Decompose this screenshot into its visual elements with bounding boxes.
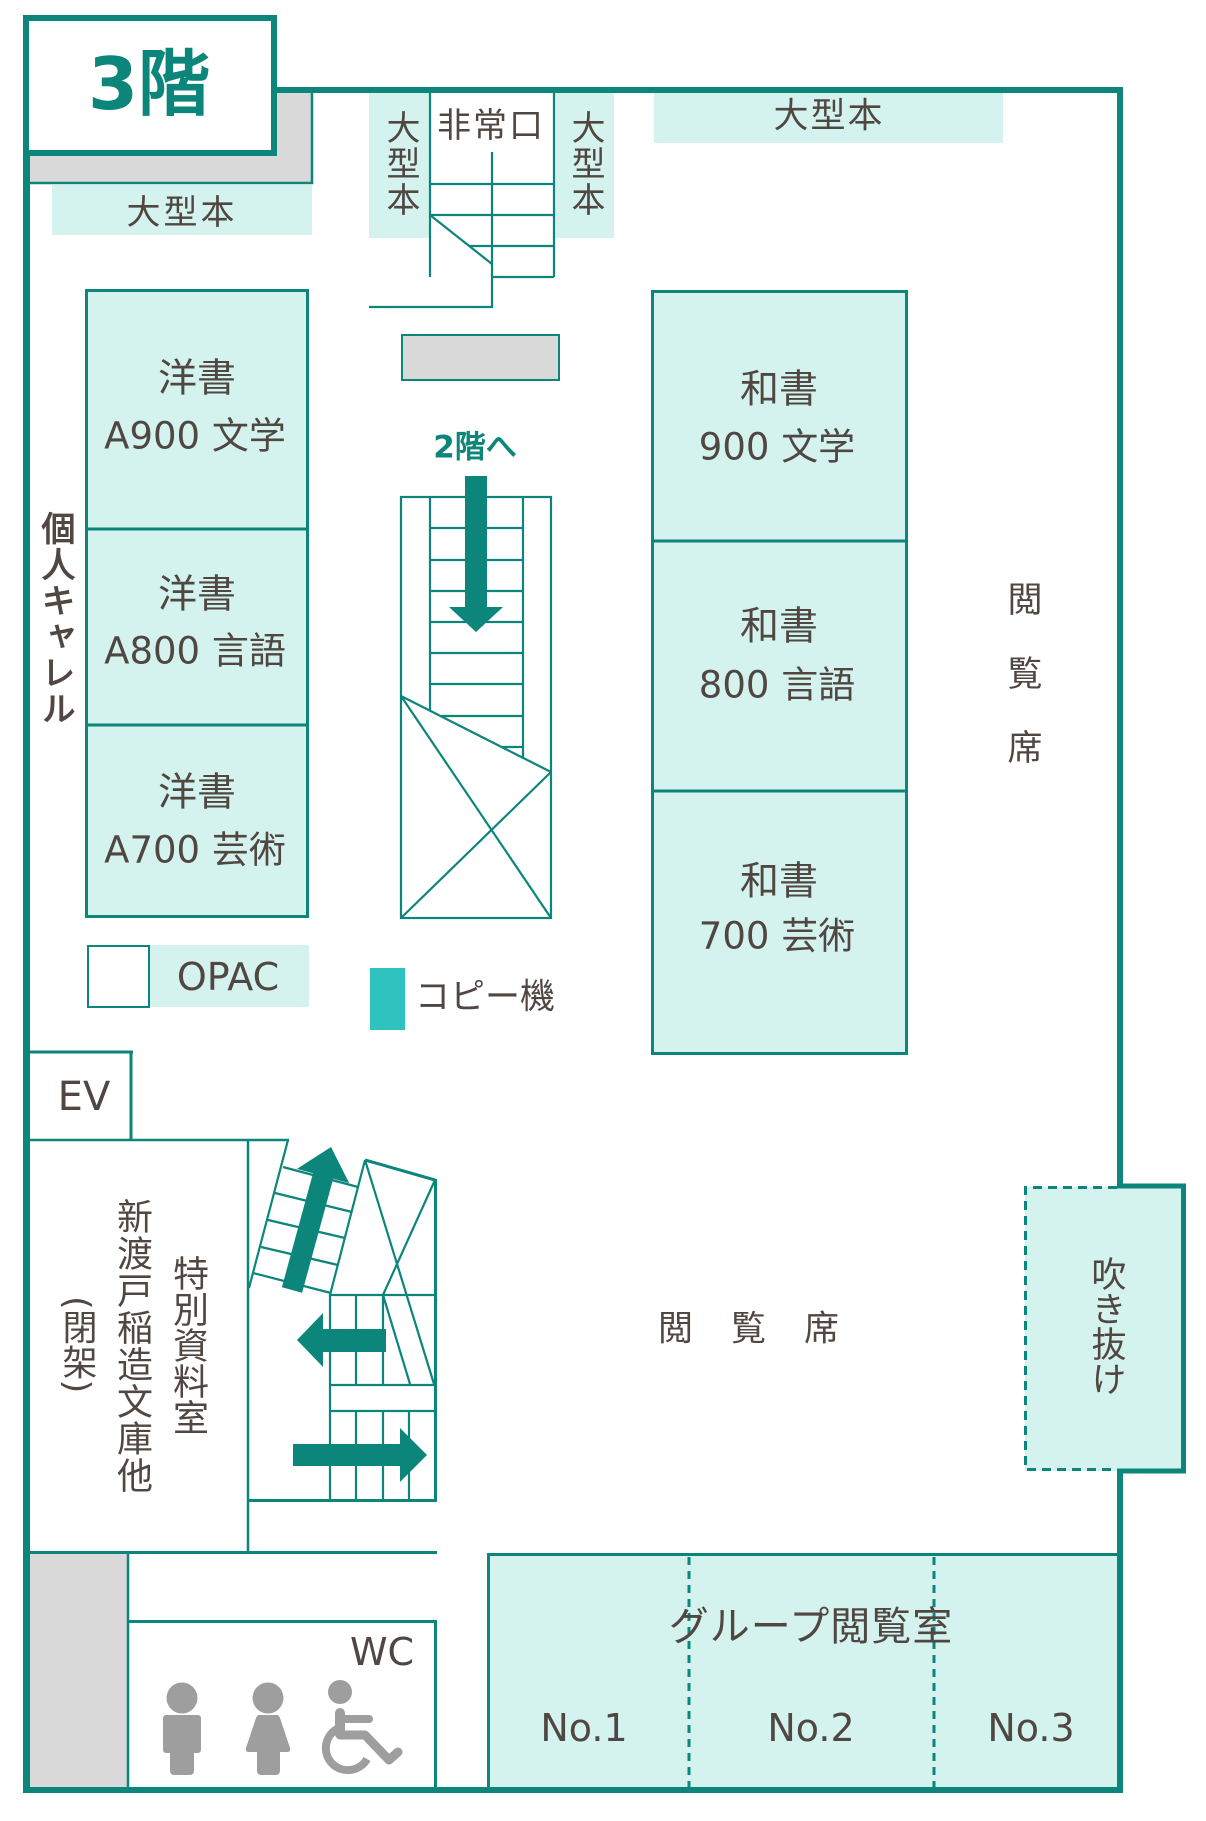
grey-fixture	[401, 334, 560, 381]
large-books-shelf-exit-left	[369, 93, 429, 238]
storage-area-bottom-left	[30, 1553, 130, 1787]
up-arrow-icon	[281, 1147, 350, 1293]
male-icon-head	[166, 1682, 198, 1714]
atrium-void	[1024, 1183, 1186, 1474]
private-carrels-label: 個人キャレル	[35, 511, 75, 727]
elevator-label: EV	[57, 1074, 111, 1120]
western-books-title: 洋書	[157, 572, 237, 618]
reading-seats-label-center: 閲覧席	[658, 1309, 878, 1350]
opac-label: OPAC	[176, 955, 280, 999]
group-room-no1-label: No.1	[540, 1706, 628, 1750]
atrium-dashed-edge	[1024, 1186, 1117, 1471]
large-books-label-exit-left: 大型本	[380, 110, 420, 218]
western-books-class-label: A800 言語	[104, 629, 286, 673]
stair-line	[429, 214, 493, 265]
male-restroom-icon	[163, 1682, 201, 1775]
stair-line	[328, 1159, 367, 1296]
japanese-books-class-label: 800 言語	[698, 663, 856, 707]
stair-line	[381, 1179, 437, 1296]
large-books-shelf-exit-right	[555, 93, 614, 238]
copier-machine	[370, 968, 405, 1030]
female-restroom-icon	[245, 1682, 291, 1775]
group-room-no3-label: No.3	[987, 1706, 1075, 1750]
left-arrow-icon	[297, 1313, 386, 1367]
opac-terminal	[87, 945, 309, 1008]
wheelchair-icon-head	[328, 1680, 352, 1704]
japanese-books-shelves	[651, 290, 908, 1055]
atrium-label: 吹き抜け	[1085, 1256, 1126, 1396]
large-books-shelf-top-right	[654, 93, 1003, 143]
male-icon-legs	[170, 1745, 194, 1775]
group-room-no2-label: No.2	[767, 1706, 855, 1750]
stairs-down-label: 2階へ	[433, 429, 517, 466]
special-room-note: (閉架)	[56, 1296, 97, 1394]
atrium-solid-edge	[1117, 1183, 1186, 1474]
stair-line	[381, 1294, 412, 1385]
western-books-title: 洋書	[157, 356, 237, 402]
opac-terminal-box	[87, 945, 150, 1008]
group-reading-room	[487, 1553, 1120, 1790]
wheelchair-icon-leg	[335, 1730, 403, 1765]
reading-seats-label-right: 閲覧席	[1001, 581, 1042, 803]
group-room-fill	[489, 1555, 1119, 1788]
down-arrow-icon	[449, 476, 503, 632]
large-books-shelves	[52, 93, 1003, 238]
large-books-label-top-right: 大型本	[773, 96, 885, 137]
large-books-label-exit-right: 大型本	[565, 110, 605, 218]
outer-walls	[23, 15, 1123, 1793]
storage-area-fill	[30, 1554, 128, 1787]
female-icon-legs	[257, 1745, 280, 1775]
copier-label: コピー機	[415, 977, 556, 1018]
japanese-books-class-label: 900 文学	[698, 425, 856, 469]
japanese-books-title: 和書	[739, 604, 819, 650]
special-room-collection: 新渡戸稲造文庫他	[111, 1198, 152, 1494]
western-books-class-label: A700 芸術	[104, 828, 286, 872]
stair-line	[400, 695, 552, 919]
opac-label-band	[150, 945, 309, 1007]
stair-line	[400, 771, 552, 919]
female-icon-dress	[245, 1715, 291, 1752]
floor-title: 3階	[87, 42, 211, 126]
restroom-label: WC	[349, 1630, 415, 1674]
male-icon-body	[163, 1715, 201, 1753]
female-icon-head	[252, 1682, 284, 1714]
stair-line	[363, 1159, 436, 1385]
special-room-name: 特別資料室	[167, 1255, 208, 1435]
japanese-books-shelf-block	[651, 290, 908, 1055]
japanese-books-title: 和書	[739, 367, 819, 413]
large-books-shelf-top-left	[52, 185, 312, 235]
large-books-label-top-left: 大型本	[126, 193, 238, 233]
western-books-shelf-block	[85, 289, 309, 918]
right-arrow-icon	[293, 1428, 427, 1482]
group-reading-room-title: グループ閲覧室	[668, 1604, 954, 1650]
stair-landing-edge	[364, 1158, 436, 1182]
floor-title-box	[23, 15, 277, 156]
japanese-books-title: 和書	[739, 859, 819, 905]
stair-line	[247, 1139, 290, 1289]
atrium-fill	[1025, 1187, 1183, 1471]
japanese-books-class-label: 700 芸術	[698, 914, 856, 958]
interior-partitions	[30, 1050, 437, 1787]
emergency-exit-staircase	[369, 92, 556, 309]
western-books-class-label: A900 文学	[104, 414, 286, 458]
western-books-shelves	[85, 289, 309, 918]
western-books-title: 洋書	[157, 770, 237, 816]
stair-line	[400, 695, 552, 773]
wheelchair-icon-wheel	[321, 1725, 371, 1775]
wheelchair-accessible-icon	[321, 1680, 403, 1775]
emergency-exit-label: 非常口	[437, 106, 545, 146]
